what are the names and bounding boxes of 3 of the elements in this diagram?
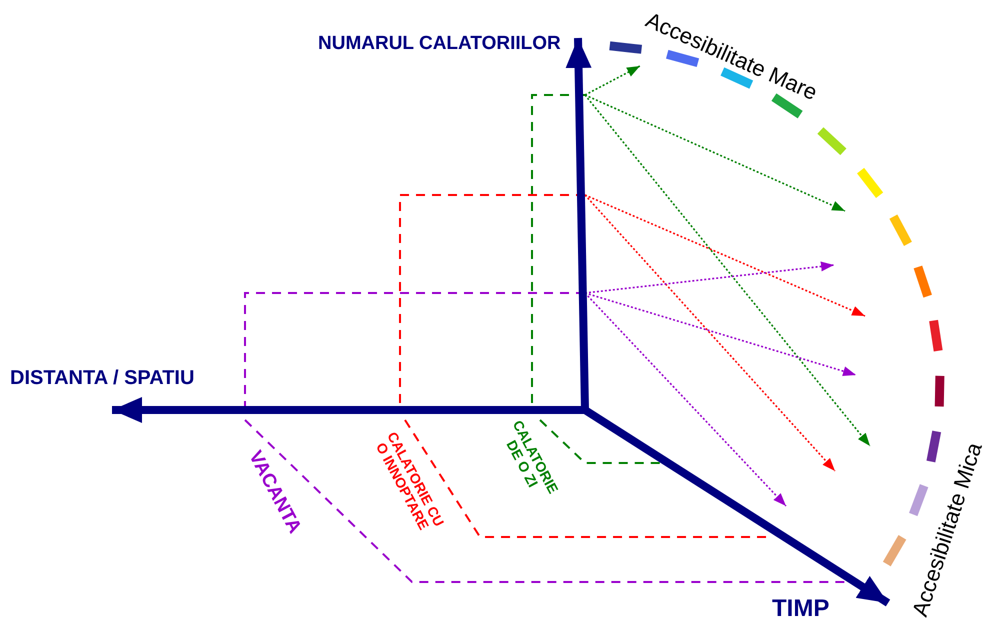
axis-label: TIMP <box>772 596 830 622</box>
axis-label: DISTANTA / SPATIU <box>10 368 194 389</box>
axis-label: NUMARUL CALATORIILOR <box>318 34 561 54</box>
